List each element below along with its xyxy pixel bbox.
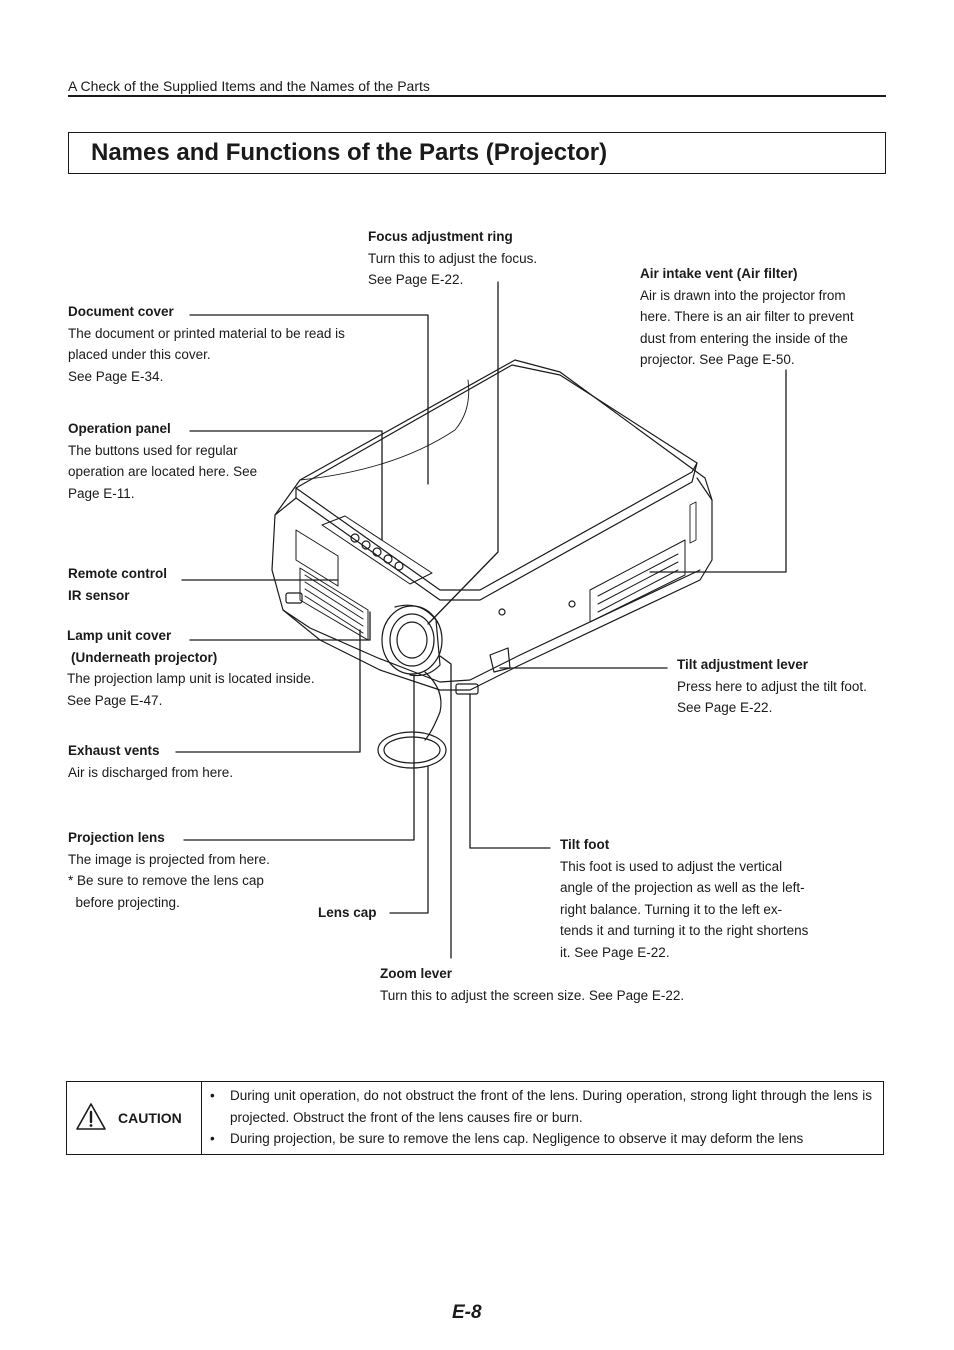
focus-ring-title: Focus adjustment ring xyxy=(368,229,513,244)
operation-panel-shape xyxy=(321,515,433,585)
tilt-foot-line-3: right balance. Turning it to the left ex… xyxy=(560,901,783,917)
label-operation-panel: Operation panel The buttons used for reg… xyxy=(68,418,278,504)
running-header: A Check of the Supplied Items and the Na… xyxy=(68,78,430,94)
lamp-cover-line-1: The projection lamp unit is located insi… xyxy=(67,671,315,686)
ir-sensor-shape xyxy=(295,529,339,587)
focus-ring-line-2: See Page E-22. xyxy=(368,272,464,287)
caution-item: • During unit operation, do not obstruct… xyxy=(210,1085,872,1128)
projection-lens-shape xyxy=(381,604,443,677)
projection-lens-line-2: * Be sure to remove the lens cap xyxy=(68,873,264,888)
zoom-lever-line-1: Turn this to adjust the screen size. See… xyxy=(380,987,685,1003)
leader-lines xyxy=(175,281,787,959)
caution-item-text: During unit operation, do not obstruct t… xyxy=(230,1088,872,1125)
air-intake-line-1: Air is drawn into the projector from xyxy=(640,287,846,303)
projection-lens-line-3: before projecting. xyxy=(68,894,180,910)
label-document-cover: Document cover The document or printed m… xyxy=(68,301,394,387)
operation-panel-line-2: operation are located here. See xyxy=(68,464,258,479)
air-intake-line-2: here. There is an air filter to prevent xyxy=(640,309,854,324)
tilt-foot-title: Tilt foot xyxy=(560,837,610,852)
tilt-foot-line-4: tends it and turning it to the right sho… xyxy=(560,923,809,938)
warning-triangle-icon xyxy=(76,1103,106,1130)
tilt-foot-line-5: it. See Page E-22. xyxy=(560,944,670,960)
label-lamp-unit-cover: Lamp unit cover (Underneath projector) T… xyxy=(67,625,347,711)
document-cover-line-3: See Page E-34. xyxy=(68,368,164,384)
zoom-lever-title: Zoom lever xyxy=(380,966,453,981)
tilt-foot-shape xyxy=(455,683,479,695)
caution-label-cell: CAUTION xyxy=(67,1082,202,1154)
bullet-icon: • xyxy=(210,1088,215,1103)
caution-text-cell: • During unit operation, do not obstruct… xyxy=(210,1085,872,1150)
tilt-lever-line-1: Press here to adjust the tilt foot. xyxy=(677,678,867,694)
label-exhaust-vents: Exhaust vents Air is discharged from her… xyxy=(68,740,288,783)
caution-item: • During projection, be sure to remove t… xyxy=(210,1128,872,1150)
tilt-lever-title: Tilt adjustment lever xyxy=(677,657,809,672)
label-zoom-lever: Zoom lever Turn this to adjust the scree… xyxy=(380,963,740,1006)
document-cover-shape xyxy=(295,364,698,591)
caution-item-text: During projection, be sure to remove the… xyxy=(230,1131,804,1146)
exhaust-vents-line-1: Air is discharged from here. xyxy=(68,764,234,780)
air-intake-title: Air intake vent (Air filter) xyxy=(640,266,798,281)
label-tilt-adjustment-lever: Tilt adjustment lever Press here to adju… xyxy=(677,654,897,719)
caution-box: CAUTION • During unit operation, do not … xyxy=(66,1081,884,1155)
lamp-cover-title-2: (Underneath projector) xyxy=(71,649,218,665)
remote-sensor-title-1: Remote control xyxy=(68,566,168,581)
lamp-cover-title-1: Lamp unit cover xyxy=(67,628,172,643)
lens-cap-cord xyxy=(424,671,442,741)
lens-cap-shape xyxy=(377,731,447,769)
tilt-foot-line-2: angle of the projection as well as the l… xyxy=(560,880,805,895)
document-cover-line-1: The document or printed material to be r… xyxy=(68,325,345,341)
label-remote-ir-sensor: Remote control IR sensor xyxy=(68,563,208,606)
page-title: Names and Functions of the Parts (Projec… xyxy=(91,139,608,166)
operation-panel-line-1: The buttons used for regular xyxy=(68,442,238,458)
caution-label: CAUTION xyxy=(118,1110,182,1126)
label-projection-lens: Projection lens The image is projected f… xyxy=(68,827,308,913)
page-title-box: Names and Functions of the Parts (Projec… xyxy=(68,132,886,174)
tilt-foot-line-1: This foot is used to adjust the vertical xyxy=(560,858,783,874)
tilt-lever-line-2: See Page E-22. xyxy=(677,700,773,715)
header-rule xyxy=(68,95,886,97)
bullet-icon: • xyxy=(210,1131,215,1146)
front-vent-grille xyxy=(299,567,369,641)
exhaust-vents-title: Exhaust vents xyxy=(68,743,160,758)
air-intake-line-3: dust from entering the inside of the xyxy=(640,330,848,346)
label-lens-cap: Lens cap xyxy=(318,902,398,924)
lamp-cover-line-2: See Page E-47. xyxy=(67,692,163,708)
remote-sensor-title-2: IR sensor xyxy=(68,587,130,603)
document-cover-title: Document cover xyxy=(68,304,174,319)
lens-cap-title: Lens cap xyxy=(318,905,377,920)
document-cover-line-2: placed under this cover. xyxy=(68,347,211,362)
focus-ring-line-1: Turn this to adjust the focus. xyxy=(368,250,538,266)
side-vent-grille xyxy=(589,539,686,623)
projector-body xyxy=(271,359,713,691)
label-focus-adjustment-ring: Focus adjustment ring Turn this to adjus… xyxy=(368,226,568,291)
projection-lens-line-1: The image is projected from here. xyxy=(68,851,270,867)
page-number: E-8 xyxy=(452,1302,482,1323)
operation-panel-title: Operation panel xyxy=(68,421,171,436)
projection-lens-title: Projection lens xyxy=(68,830,165,845)
label-tilt-foot: Tilt foot This foot is used to adjust th… xyxy=(560,834,826,963)
operation-panel-line-3: Page E-11. xyxy=(68,485,135,501)
air-intake-line-4: projector. See Page E-50. xyxy=(640,352,795,367)
label-air-intake-vent: Air intake vent (Air filter) Air is draw… xyxy=(640,263,886,371)
